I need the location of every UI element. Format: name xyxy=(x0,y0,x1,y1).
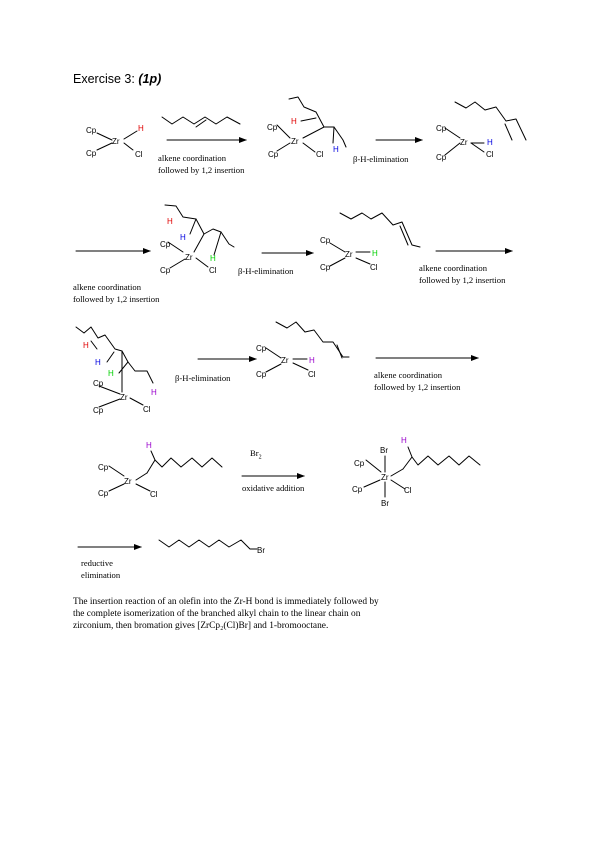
step-label-insertion: followed by 1,2 insertion xyxy=(158,165,245,175)
cp-label: Cp xyxy=(98,463,109,472)
explanation-paragraph: The insertion reaction of an olefin into… xyxy=(73,596,453,632)
zr-olefin-hydride-complex-1 xyxy=(444,101,527,156)
cl-label: Cl xyxy=(209,266,217,275)
points-label: (1p) xyxy=(138,72,162,86)
alkene-reactant-1 xyxy=(161,116,241,128)
zr-alkyl-complex-2 xyxy=(164,204,235,269)
cp-label: Cp xyxy=(267,123,278,132)
cp-label: Cp xyxy=(256,370,267,379)
step-label-alkene-coordination: alkene coordination xyxy=(158,153,227,163)
h-label-purple: H xyxy=(151,388,157,397)
cp-label: Cp xyxy=(354,459,365,468)
h-label-purple: H xyxy=(401,436,407,445)
zr-label: Zr xyxy=(381,473,389,482)
step-label-alkene-coordination: alkene coordination xyxy=(419,263,488,273)
zr-label: Zr xyxy=(185,253,193,262)
br2-text: Br xyxy=(250,448,259,458)
step-label-elimination: elimination xyxy=(81,570,121,580)
h-label-blue: H xyxy=(487,138,493,147)
zr-label: Zr xyxy=(281,356,289,365)
br-label: Br xyxy=(257,546,265,555)
cp-label: Cp xyxy=(320,263,331,272)
zr-hydride-complex-1 xyxy=(96,130,138,151)
cp-label: Cp xyxy=(352,485,363,494)
cp-label: Cp xyxy=(268,150,279,159)
paragraph-line: zirconium, then bromation gives [ZrCp₂(C… xyxy=(73,621,329,631)
step-label-alkene-coordination: alkene coordination xyxy=(374,370,443,380)
h-label-blue: H xyxy=(333,145,339,154)
h-label-purple: H xyxy=(146,441,152,450)
zr-label: Zr xyxy=(345,250,353,259)
zr-label: Zr xyxy=(120,393,128,402)
zr-bromide-complex xyxy=(363,446,481,498)
zr-label: Zr xyxy=(124,477,132,486)
h-label-blue: H xyxy=(95,358,101,367)
bromooctane-product xyxy=(158,539,258,550)
h-label-red: H xyxy=(167,217,173,226)
step-label-beta-elimination: β-H-elimination xyxy=(353,154,409,164)
br-label: Br xyxy=(380,446,388,455)
step-label-insertion: followed by 1,2 insertion xyxy=(419,275,506,285)
cp-label: Cp xyxy=(160,240,171,249)
cp-label: Cp xyxy=(98,489,109,498)
zr-label: Zr xyxy=(291,137,299,146)
h-label-purple: H xyxy=(309,356,315,365)
cl-label: Cl xyxy=(308,370,316,379)
zr-label: Zr xyxy=(112,137,120,146)
cp-label: Cp xyxy=(86,149,97,158)
step-label-reductive: reductive xyxy=(81,558,113,568)
h-label-blue: H xyxy=(180,233,186,242)
cl-label: Cl xyxy=(316,150,324,159)
h-label-green: H xyxy=(108,369,114,378)
cp-label: Cp xyxy=(256,344,267,353)
cp-label: Cp xyxy=(86,126,97,135)
br-label: Br xyxy=(381,499,389,508)
h-label-red: H xyxy=(291,117,297,126)
h-label-red: H xyxy=(83,341,89,350)
cp-label: Cp xyxy=(160,266,171,275)
cl-label: Cl xyxy=(143,405,151,414)
step-label-beta-elimination: β-H-elimination xyxy=(238,266,294,276)
step-label-insertion: followed by 1,2 insertion xyxy=(374,382,461,392)
zr-alkyl-complex-1 xyxy=(276,96,347,153)
cp-label: Cp xyxy=(93,406,104,415)
cp-label: Cp xyxy=(436,124,447,133)
h-label-red: H xyxy=(138,124,144,133)
cp-label: Cp xyxy=(93,379,104,388)
cl-label: Cl xyxy=(370,263,378,272)
step-label-insertion: followed by 1,2 insertion xyxy=(73,294,160,304)
zr-octyl-complex xyxy=(108,450,223,492)
zr-olefin-hydride-complex-2 xyxy=(329,212,421,267)
h-label-green: H xyxy=(372,249,378,258)
exercise-title: Exercise 3: (1p) xyxy=(73,72,161,86)
step-label-alkene-coordination: alkene coordination xyxy=(73,282,142,292)
zr-label: Zr xyxy=(460,138,468,147)
zr-olefin-hydride-complex-3 xyxy=(265,321,350,373)
h-label-green: H xyxy=(210,254,216,263)
cl-label: Cl xyxy=(135,150,143,159)
cp-label: Cp xyxy=(320,236,331,245)
cl-label: Cl xyxy=(150,490,158,499)
reagent-br2: Br2 xyxy=(250,448,262,464)
paragraph-line: The insertion reaction of an olefin into… xyxy=(73,597,379,607)
br2-subscript: 2 xyxy=(258,454,262,461)
cl-label: Cl xyxy=(486,150,494,159)
paragraph-line: the complete isomerization of the branch… xyxy=(73,609,361,619)
step-label-beta-elimination: β-H-elimination xyxy=(175,373,231,383)
cl-label: Cl xyxy=(404,486,412,495)
exercise-label: Exercise 3: xyxy=(73,72,135,86)
zr-alkyl-complex-3 xyxy=(75,326,154,408)
cp-label: Cp xyxy=(436,153,447,162)
step-label-oxidative-addition: oxidative addition xyxy=(242,483,305,493)
